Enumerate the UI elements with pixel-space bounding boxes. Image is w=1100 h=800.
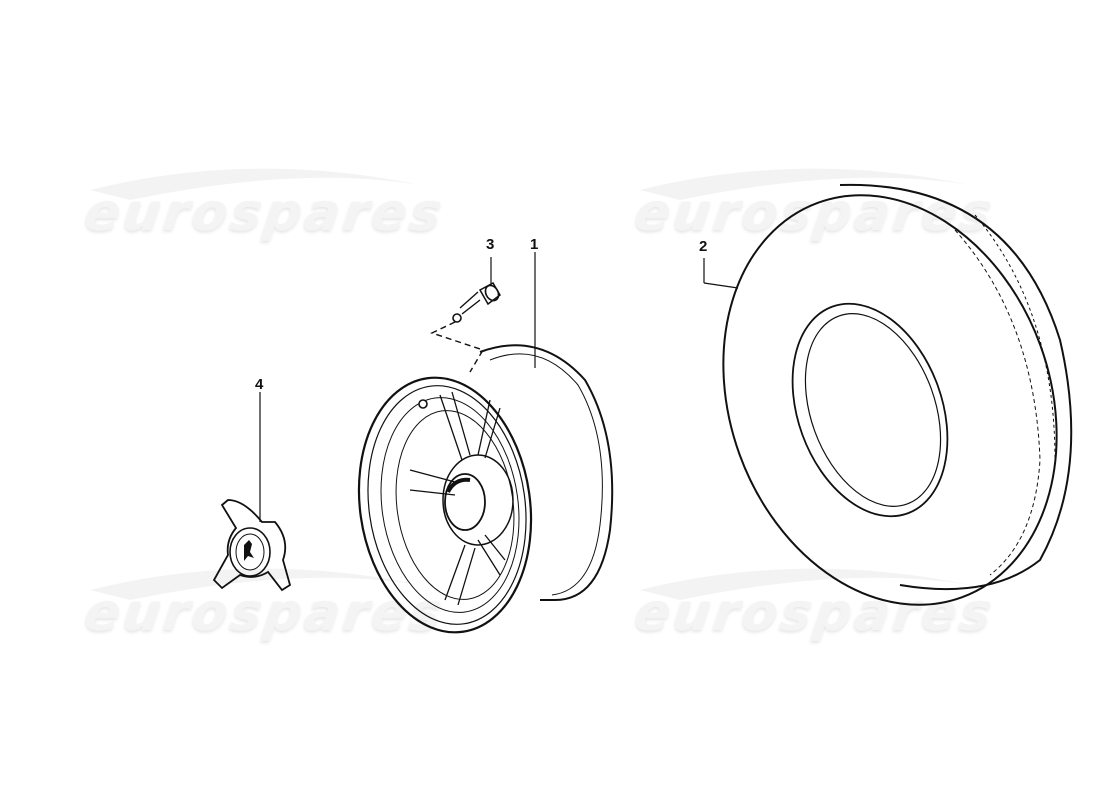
tyre-drawing xyxy=(703,183,1073,606)
callout-3: 3 xyxy=(486,236,495,253)
spinner-drawing xyxy=(212,392,292,592)
callout-1: 1 xyxy=(530,236,539,253)
wheel-rim-drawing xyxy=(357,252,614,634)
callout-2: 2 xyxy=(699,238,708,255)
callout-4: 4 xyxy=(255,376,264,393)
valve-drawing xyxy=(430,257,501,373)
